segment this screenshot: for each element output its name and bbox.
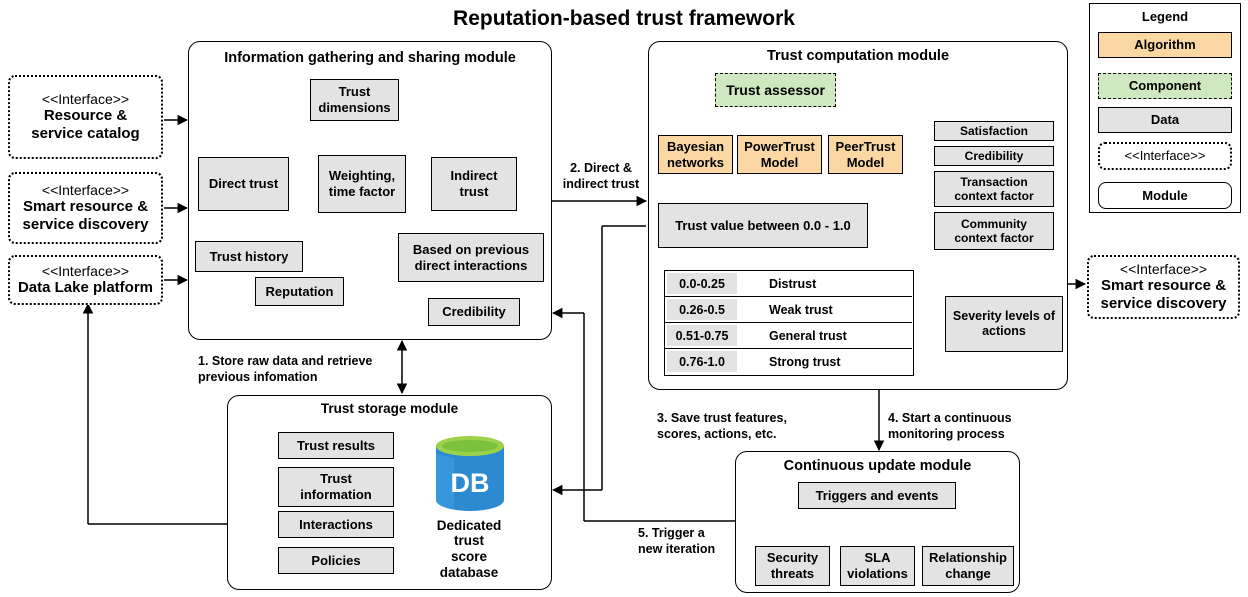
trust-history: Trust history: [195, 241, 303, 272]
legend-interface: <<Interface>>: [1098, 142, 1232, 170]
trust-levels-table: 0.0-0.25 Distrust 0.26-0.5 Weak trust 0.…: [664, 270, 914, 376]
interface-data-lake: <<Interface>> Data Lake platform: [8, 255, 163, 305]
policies: Policies: [278, 547, 394, 574]
trust-level-row: 0.0-0.25 Distrust: [665, 271, 912, 297]
label-direct-indirect-trust: 2. Direct & indirect trust: [562, 161, 640, 191]
trust-results: Trust results: [278, 432, 394, 459]
factor-transaction-context: Transaction context factor: [934, 171, 1054, 207]
legend-data: Data: [1098, 107, 1232, 133]
interface-smart-discovery-right: <<Interface>> Smart resource & service d…: [1087, 255, 1240, 319]
weighting-time-factor: Weighting, time factor: [318, 155, 406, 213]
trust-value: Trust value between 0.0 - 1.0: [658, 203, 868, 248]
trust-assessor: Trust assessor: [715, 73, 836, 107]
sla-violations: SLA violations: [840, 546, 915, 586]
factor-credibility: Credibility: [934, 146, 1054, 166]
storage-module-title: Trust storage module: [320, 401, 459, 416]
trust-level-range: 0.26-0.5: [667, 299, 737, 320]
bayesian-networks: Bayesian networks: [658, 135, 733, 174]
trust-dimensions: Trust dimensions: [310, 79, 399, 121]
factor-satisfaction: Satisfaction: [934, 121, 1054, 141]
label-store-raw-data: 1. Store raw data and retrieve previous …: [198, 354, 373, 384]
relationship-change: Relationship change: [922, 546, 1014, 586]
diagram-title: Reputation-based trust framework: [453, 7, 795, 30]
interface-name: Smart resource & service discovery: [1100, 277, 1227, 313]
trust-level-range: 0.0-0.25: [667, 273, 737, 294]
severity-levels: Severity levels of actions: [945, 296, 1063, 352]
peertrust-model: PeerTrust Model: [828, 135, 903, 174]
database-label: Dedicated trust score database: [436, 517, 502, 580]
interface-tag: <<Interface>>: [41, 90, 130, 107]
interface-name: Data Lake platform: [17, 279, 154, 297]
legend-module: Module: [1098, 182, 1232, 209]
label-save-trust-features: 3. Save trust features, scores, actions,…: [657, 411, 787, 441]
trust-level-row: 0.51-0.75 General trust: [665, 323, 912, 349]
legend-component: Component: [1098, 73, 1232, 99]
info-module-title: Information gathering and sharing module: [224, 50, 516, 66]
trust-level-label: Weak trust: [769, 303, 833, 317]
direct-trust: Direct trust: [198, 157, 289, 211]
indirect-trust: Indirect trust: [431, 157, 517, 211]
credibility-info: Credibility: [428, 298, 520, 326]
interface-resource-catalog: <<Interface>> Resource & service catalog: [8, 75, 163, 159]
interactions: Interactions: [278, 511, 394, 538]
interface-name: Resource & service catalog: [31, 107, 140, 143]
interface-name: Smart resource & service discovery: [22, 198, 149, 234]
interface-tag: <<Interface>>: [41, 181, 130, 198]
trust-level-range: 0.76-1.0: [667, 351, 737, 372]
reputation: Reputation: [255, 277, 344, 306]
interface-smart-discovery-left: <<Interface>> Smart resource & service d…: [8, 172, 163, 244]
trust-information: Trust information: [278, 467, 394, 507]
trust-level-label: Strong trust: [769, 355, 841, 369]
trust-level-range: 0.51-0.75: [667, 325, 737, 346]
label-start-monitoring: 4. Start a continuous monitoring process: [888, 411, 1012, 441]
update-module-title: Continuous update module: [783, 458, 972, 474]
trust-level-label: General trust: [769, 329, 847, 343]
powertrust-model: PowerTrust Model: [737, 135, 822, 174]
triggers-and-events: Triggers and events: [798, 482, 956, 509]
factor-community-context: Community context factor: [934, 212, 1054, 250]
interface-tag: <<Interface>>: [1119, 260, 1208, 277]
database-icon-label: DB: [451, 468, 490, 498]
legend-title: Legend: [1141, 9, 1189, 24]
security-threats: Security threats: [755, 546, 830, 586]
legend-algorithm: Algorithm: [1098, 32, 1232, 58]
database-icon: DB: [436, 436, 504, 511]
label-trigger-iteration: 5. Trigger a new iteration: [638, 526, 716, 556]
based-on-previous-interactions: Based on previous direct interactions: [398, 233, 544, 282]
computation-module-title: Trust computation module: [766, 48, 950, 64]
trust-level-label: Distrust: [769, 277, 817, 291]
interface-tag: <<Interface>>: [41, 262, 130, 279]
trust-level-row: 0.76-1.0 Strong trust: [665, 349, 912, 375]
trust-level-row: 0.26-0.5 Weak trust: [665, 297, 912, 323]
